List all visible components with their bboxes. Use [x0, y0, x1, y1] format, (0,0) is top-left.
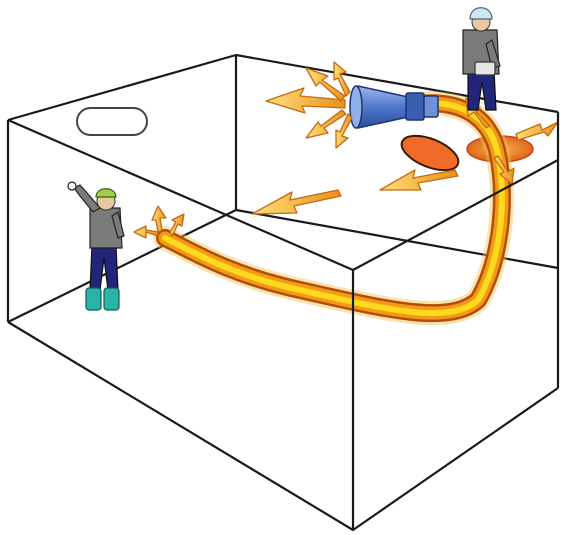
arrow-exhaust-left [265, 87, 346, 114]
arrow-exhaust-up [305, 67, 346, 102]
container-back-edges [7, 53, 559, 323]
arrow-interior-mid [379, 169, 459, 191]
airflow-arrows [133, 61, 559, 239]
air-blower [349, 85, 439, 129]
arrow-exhaust-lower [335, 113, 353, 149]
arrow-discharge-left [133, 225, 159, 239]
arrow-interior-back [251, 189, 342, 215]
hard-hat-icon [95, 188, 117, 198]
worker-inside [67, 181, 125, 311]
arrow-discharge-curl [169, 213, 185, 237]
hard-hat-icon [469, 7, 493, 20]
gas-monitor-icon [474, 61, 496, 76]
arrow-exhaust-down [305, 109, 347, 139]
hatch-cover [400, 134, 460, 172]
container-front-edges [6, 112, 560, 532]
arrow-exhaust-upper [333, 61, 351, 97]
air-supply-duct [153, 91, 514, 326]
arrow-discharge-up [151, 205, 167, 233]
arrow-manhole-right [515, 121, 559, 141]
arrow-manhole-down [493, 155, 515, 185]
closed-manhole-outline [76, 107, 148, 136]
worker-outside [462, 7, 501, 111]
hand-tool-icon [67, 181, 77, 191]
